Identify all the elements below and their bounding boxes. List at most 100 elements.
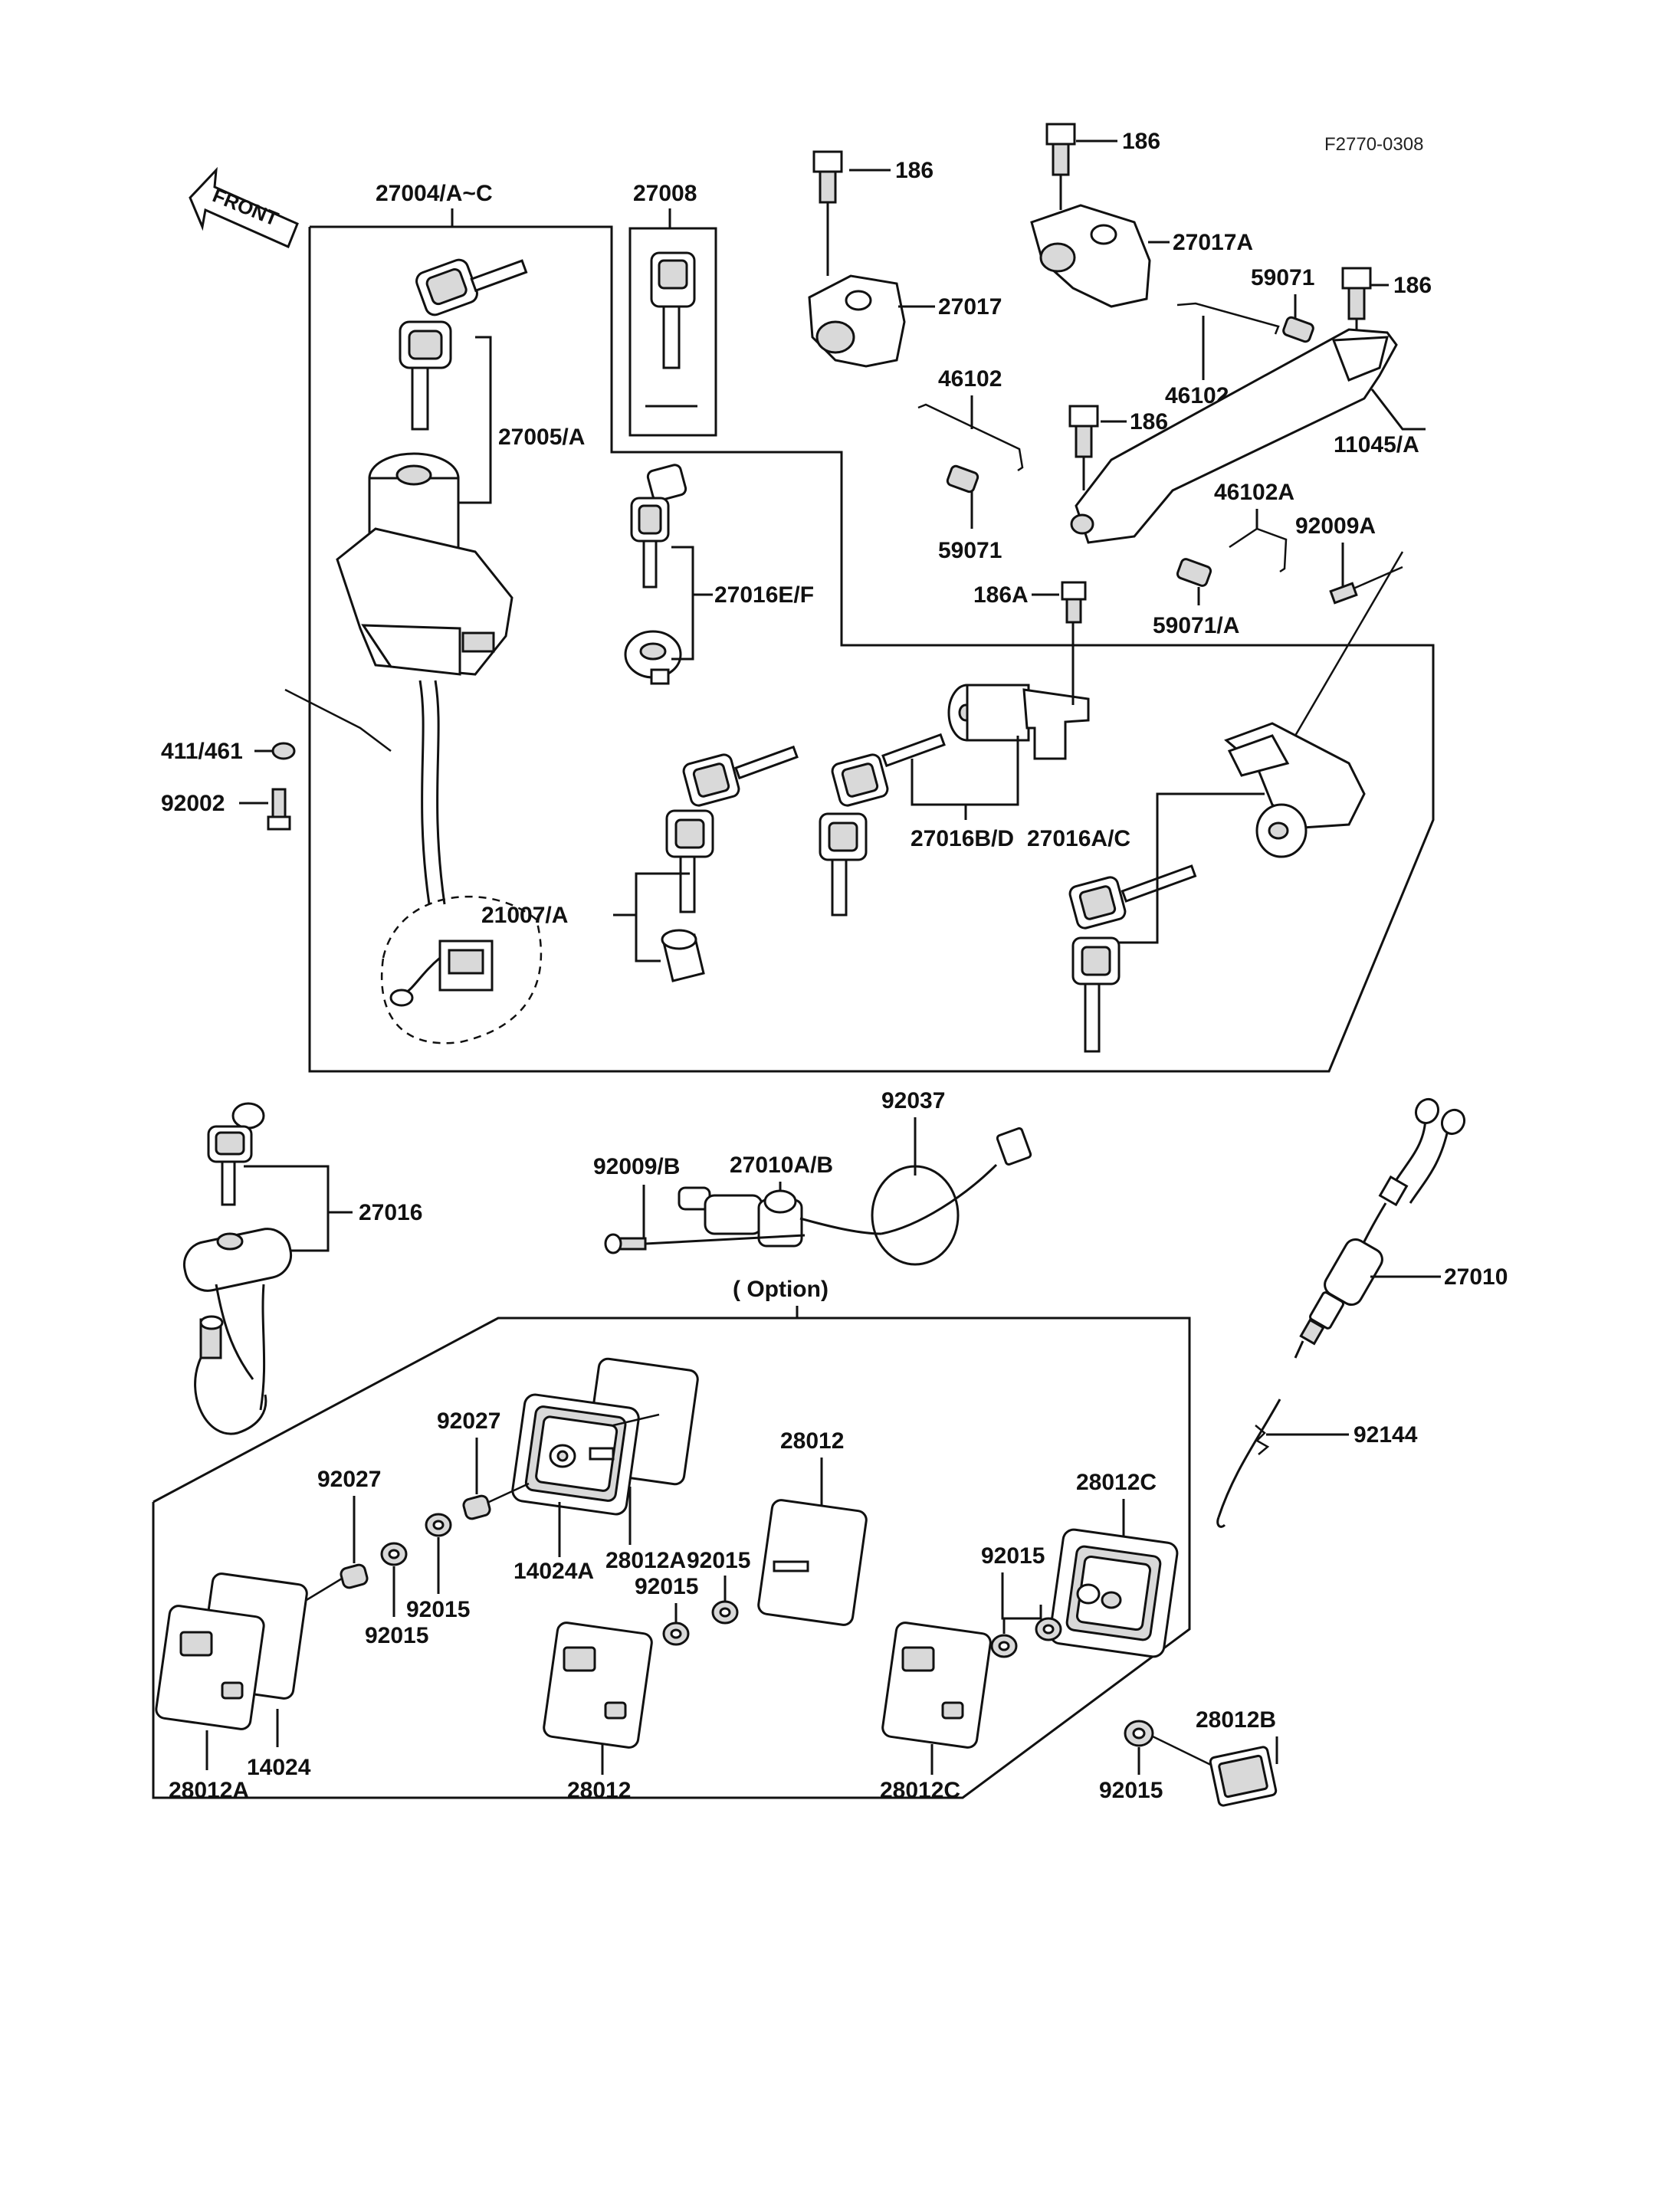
ignition-group-frame xyxy=(308,225,1435,1073)
label-46102A: 46102A xyxy=(1214,480,1294,505)
bolt-186-b xyxy=(1045,123,1076,176)
label-27016EF: 27016E/F xyxy=(714,582,814,608)
clip-59071-a xyxy=(1282,316,1314,343)
keys-27016EF xyxy=(624,464,687,685)
label-28012A-a: 28012A xyxy=(605,1548,686,1573)
label-28012C-a: 28012C xyxy=(1076,1470,1157,1495)
label-27017: 27017 xyxy=(938,294,1002,320)
label-27005: 27005/A xyxy=(498,425,585,450)
label-92037: 92037 xyxy=(881,1088,945,1113)
screw-92009A xyxy=(1329,566,1403,605)
label-186-a: 186 xyxy=(895,158,934,183)
bolt-186-d xyxy=(1068,405,1099,458)
label-92015-e: 92015 xyxy=(635,1574,698,1599)
label-28012-a: 28012 xyxy=(780,1428,844,1454)
keys-27016 xyxy=(207,1102,265,1206)
label-28012-b: 28012 xyxy=(567,1778,631,1803)
reflector-28012C-top xyxy=(1048,1528,1179,1658)
label-27016BD: 27016B/D xyxy=(911,826,1014,851)
screw-92009B xyxy=(604,1233,647,1254)
label-92015-b: 92015 xyxy=(365,1623,428,1648)
key-card-27008: 27008 xyxy=(628,181,717,437)
mount-27017 xyxy=(808,274,906,368)
rod-46102A xyxy=(1229,527,1288,573)
label-27016: 27016 xyxy=(359,1200,422,1225)
label-28012A-b: 28012A xyxy=(169,1778,249,1803)
reflector-28012A-top xyxy=(511,1357,699,1516)
reflector-28012-bottom xyxy=(543,1622,653,1749)
drawing-code: F2770-0308 xyxy=(1324,134,1423,155)
washer-411 xyxy=(271,742,296,760)
keys-27016BD xyxy=(819,733,946,917)
reflector-28012C-bottom xyxy=(881,1622,992,1749)
nut-92015-e xyxy=(662,1622,690,1646)
label-59071-b: 59071 xyxy=(938,538,1002,563)
lock-27016AC xyxy=(1224,551,1404,858)
label-14024A: 14024A xyxy=(514,1559,594,1584)
bolt-92002 xyxy=(267,788,291,831)
label-186-d: 186 xyxy=(1130,409,1168,434)
rod-46102-b xyxy=(1176,302,1280,335)
lock-27016BD xyxy=(947,684,1090,760)
label-14024: 14024 xyxy=(247,1755,311,1780)
switch-27010 xyxy=(1294,1097,1466,1359)
nut-92015-c xyxy=(425,1513,452,1537)
keys-21007A xyxy=(661,745,799,982)
label-27017A: 27017A xyxy=(1173,230,1253,255)
mount-27017A xyxy=(1030,204,1151,308)
label-28012B: 28012B xyxy=(1196,1707,1276,1733)
label-186-c: 186 xyxy=(1393,273,1432,298)
ignition-keys xyxy=(399,258,528,431)
keys-27016AC xyxy=(1068,864,1197,1053)
clamp-92037 xyxy=(871,1127,1032,1266)
nut-92015-d xyxy=(711,1600,739,1625)
nut-92015-b xyxy=(380,1542,408,1566)
label-92015-c: 92015 xyxy=(1099,1778,1163,1803)
label-92027-b: 92027 xyxy=(317,1467,381,1492)
label-27016AC: 27016A/C xyxy=(1027,826,1130,851)
nut-92015-f xyxy=(990,1617,1062,1658)
bolt-186A xyxy=(1061,581,1087,624)
rod-46102-a xyxy=(917,403,1024,472)
seat-lock-27016 xyxy=(182,1228,293,1435)
clip-59071A xyxy=(1176,558,1212,587)
bolt-186-c xyxy=(1341,267,1372,320)
label-27010: 27010 xyxy=(1444,1264,1508,1290)
nut-92015-outside xyxy=(1124,1720,1154,1747)
label-186-b: 186 xyxy=(1122,129,1160,154)
label-411-461: 411/461 xyxy=(161,739,243,764)
label-92015-a: 92015 xyxy=(406,1597,470,1622)
front-arrow-icon: FRONT xyxy=(189,166,299,249)
label-27010AB: 27010A/B xyxy=(730,1153,833,1178)
spacer-92027-a xyxy=(462,1494,491,1520)
label-59071A: 59071/A xyxy=(1153,613,1239,638)
svg-text:27008: 27008 xyxy=(633,181,697,206)
label-92009B: 92009/B xyxy=(593,1154,680,1179)
label-92015-d: 92015 xyxy=(687,1548,750,1573)
stay-11045A xyxy=(1070,328,1398,544)
option-label: ( Option) xyxy=(733,1277,829,1302)
label-11045: 11045/A xyxy=(1334,432,1419,457)
clip-59071-b xyxy=(946,464,979,494)
label-21007: 21007/A xyxy=(481,903,568,928)
label-92027-a: 92027 xyxy=(437,1408,500,1434)
spring-92144 xyxy=(1216,1399,1281,1528)
switch-27010AB xyxy=(678,1186,882,1248)
reflector-28012B xyxy=(1209,1746,1278,1807)
label-92015-f: 92015 xyxy=(981,1543,1045,1569)
label-28012C-b: 28012C xyxy=(880,1778,960,1803)
ignition-switch xyxy=(336,452,514,905)
label-92002: 92002 xyxy=(161,791,225,816)
label-186A: 186A xyxy=(973,582,1029,608)
label-59071-a: 59071 xyxy=(1251,265,1314,290)
reflector-28012-top xyxy=(757,1499,868,1626)
bolt-186-a xyxy=(812,150,843,204)
label-92009A: 92009A xyxy=(1295,513,1376,539)
reflector-28012A-left xyxy=(155,1572,308,1730)
label-92144: 92144 xyxy=(1354,1422,1418,1448)
label-27004: 27004/A~C xyxy=(376,181,493,206)
spacer-92027-b xyxy=(340,1563,369,1589)
ignition-connector xyxy=(380,895,543,1044)
label-46102-a: 46102 xyxy=(938,366,1002,392)
